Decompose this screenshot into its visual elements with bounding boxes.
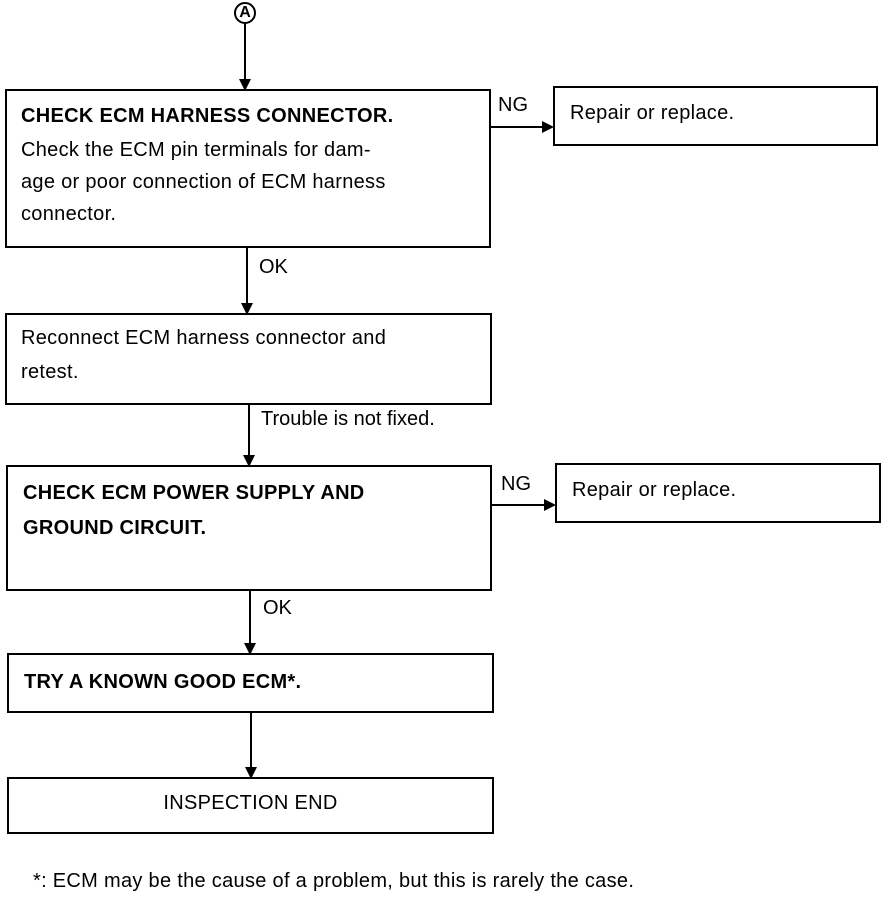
- step2-result-label: Trouble is not fixed.: [261, 408, 435, 430]
- step3-box: [6, 465, 492, 591]
- step2-box: [5, 313, 492, 405]
- step3-ng-label: NG: [501, 473, 531, 495]
- step4-title: TRY A KNOWN GOOD ECM*.: [24, 671, 302, 693]
- step3-ng-box: [555, 463, 881, 523]
- step4-box: [7, 653, 494, 713]
- step1-ok-label: OK: [259, 256, 288, 278]
- step3-line-2: GROUND CIRCUIT.: [23, 517, 207, 539]
- inspection-end-label: INSPECTION END: [163, 792, 338, 814]
- inspection-end-box: [7, 777, 494, 834]
- step2-line-2: retest.: [21, 361, 79, 383]
- step3-ok-label: OK: [263, 597, 292, 619]
- step1-ng-action: Repair or replace.: [570, 102, 735, 124]
- step1-box: [5, 89, 491, 248]
- step2-line-1: Reconnect ECM harness connector and: [21, 327, 387, 349]
- footnote: *: ECM may be the cause of a problem, bu…: [33, 870, 635, 892]
- step1-ng-label: NG: [498, 94, 528, 116]
- step3-ng-action: Repair or replace.: [572, 479, 737, 501]
- step1-line-1: Check the ECM pin terminals for dam-: [21, 139, 371, 161]
- step1-line-2: age or poor connection of ECM harness: [21, 171, 386, 193]
- step3-line-1: CHECK ECM POWER SUPPLY AND: [23, 482, 365, 504]
- connector-a-marker: A: [234, 2, 256, 24]
- step1-ng-box: [553, 86, 878, 146]
- step1-line-3: connector.: [21, 203, 117, 225]
- step1-title: CHECK ECM HARNESS CONNECTOR.: [21, 105, 394, 127]
